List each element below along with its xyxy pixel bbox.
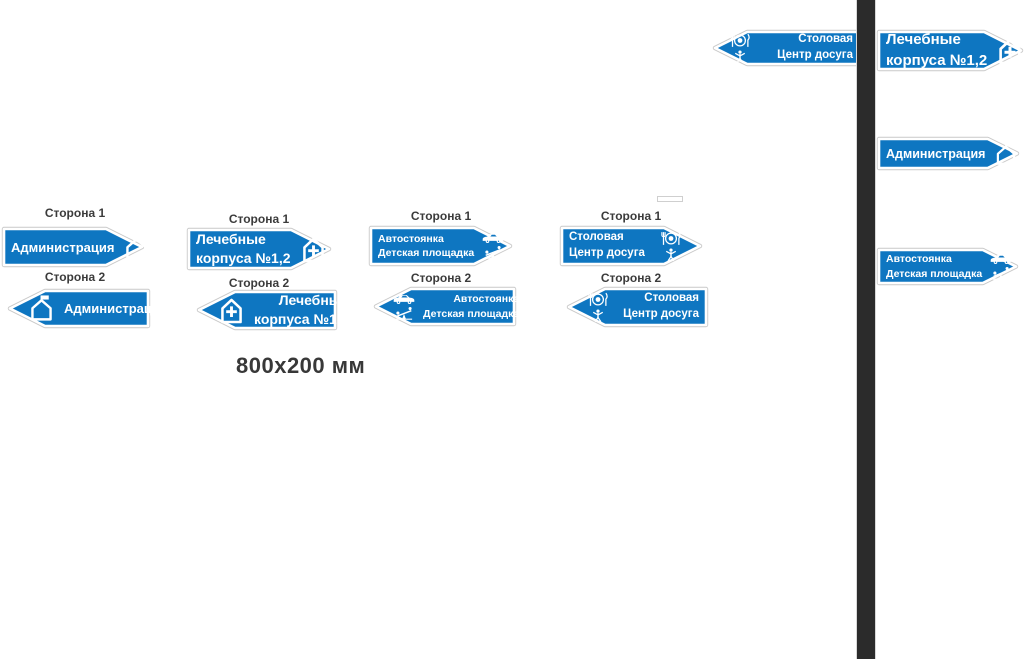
- sign-text: Столовая: [798, 33, 853, 46]
- side2-label: Сторона 2: [600, 271, 662, 285]
- sign-text: корпуса №1,2: [254, 311, 349, 327]
- pole-sign-parking: Автостоянка Детская площадка: [876, 247, 1019, 286]
- sign-administration-side2: Администрация: [7, 288, 167, 329]
- side1-label: Сторона 1: [228, 212, 290, 226]
- dancer-icon: [591, 309, 605, 323]
- side1-label: Сторона 1: [410, 209, 472, 223]
- sign-text: корпуса №1,2: [886, 51, 988, 69]
- sign-text: Администрация: [886, 146, 986, 161]
- pole-sign-administration: Администрация: [876, 136, 1020, 171]
- side2-label: Сторона 2: [410, 271, 472, 285]
- sign-text: Центр досуга: [569, 247, 645, 259]
- sign-text: Администрация: [11, 239, 115, 255]
- sign-pole: [856, 0, 876, 659]
- pole-sign-canteen: Столовая Центр досуга: [712, 29, 863, 67]
- sign-canteen-side1: Столовая Центр досуга: [559, 225, 703, 267]
- dancer-icon: [733, 50, 747, 64]
- sign-text: Автостоянка: [886, 253, 952, 266]
- sign-text: Центр досуга: [623, 308, 699, 320]
- sign-text: корпуса №1,2: [196, 250, 291, 266]
- car-icon: [482, 233, 504, 244]
- side1-label: Сторона 1: [600, 209, 662, 223]
- mounting-bracket: [657, 196, 683, 202]
- house-flag-icon: [122, 233, 151, 262]
- house-flag-icon: [27, 294, 56, 323]
- house-plus-icon: [995, 36, 1024, 66]
- sign-medical-side2: Лечебные корпуса №1,2: [196, 289, 349, 331]
- sign-text: Детская площадка: [378, 247, 475, 259]
- playground-icon: [483, 246, 503, 259]
- house-plus-icon: [299, 235, 328, 264]
- sign-text: Столовая: [644, 292, 699, 305]
- sign-text: Центр досуга: [777, 49, 853, 61]
- dining-icon: [660, 231, 682, 246]
- sign-text: Автостоянка: [378, 232, 444, 245]
- sign-text: Лечебные: [278, 292, 349, 309]
- sign-parking-side2: Автостоянка Детская площадка: [373, 286, 520, 327]
- sign-canteen-side2: Столовая Центр досуга: [566, 286, 709, 328]
- dining-icon: [729, 33, 751, 48]
- playground-icon: [394, 307, 414, 320]
- house-flag-icon: [993, 141, 1019, 167]
- side2-label: Сторона 2: [44, 270, 106, 284]
- sign-text: Автостоянка: [453, 293, 520, 306]
- sign-administration-side1: Администрация: [1, 226, 144, 268]
- dancer-icon: [664, 248, 678, 262]
- house-plus-icon: [217, 296, 246, 325]
- sign-text: Администрация: [64, 301, 168, 316]
- playground-icon: [991, 267, 1011, 280]
- dining-icon: [587, 292, 609, 307]
- sign-text: Лечебные: [196, 231, 266, 248]
- sign-text: Лечебные: [886, 31, 961, 49]
- sign-text: Детская площадка: [423, 307, 520, 320]
- side1-label: Сторона 1: [44, 206, 106, 220]
- side2-label: Сторона 2: [228, 276, 290, 290]
- sign-medical-side1: Лечебные корпуса №1,2: [186, 227, 332, 271]
- pole-sign-medical: Лечебные корпуса №1,2: [876, 29, 1024, 72]
- car-icon: [393, 294, 415, 305]
- sign-text: Детская площадка: [886, 267, 983, 280]
- sign-text: Столовая: [569, 231, 624, 244]
- car-icon: [990, 254, 1012, 265]
- size-label: 800x200 мм: [236, 353, 366, 378]
- sign-parking-side1: Автостоянка Детская площадка: [368, 225, 513, 267]
